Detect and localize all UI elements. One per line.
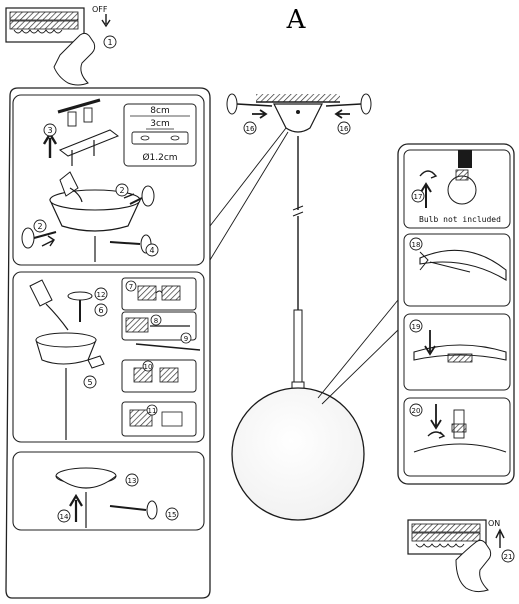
- canopy-wiring: [29, 279, 105, 440]
- rotate-icon: [419, 170, 438, 179]
- knob-left-2: [21, 227, 57, 249]
- terminal-block: [9, 11, 79, 34]
- step-badge-2a: 2: [33, 219, 47, 233]
- arrow-up-icon: [42, 131, 58, 158]
- svg-text:4: 4: [149, 246, 154, 255]
- svg-text:10: 10: [144, 363, 153, 371]
- svg-text:9: 9: [184, 335, 188, 343]
- on-label: ON: [488, 519, 500, 528]
- step-badge-5: 5: [83, 375, 97, 389]
- canopy-assembly: [49, 171, 141, 262]
- detail-wire-9: 9: [135, 332, 201, 351]
- arrow-down-icon: [424, 330, 436, 356]
- right-panel-frame: [397, 143, 515, 485]
- step-badge-21: 21: [501, 549, 515, 563]
- step-badge-12: 12: [94, 287, 108, 301]
- step-badge-2b: 2: [115, 183, 129, 197]
- subpanel-19: 19: [403, 313, 511, 391]
- power-off-illustration: OFF 1: [5, 5, 117, 86]
- svg-text:3: 3: [47, 126, 52, 135]
- callout-line-left-bottom: [209, 131, 289, 261]
- subpanel-wiring: [12, 271, 205, 443]
- knob-right-16: [325, 93, 372, 119]
- ceiling-bracket: [42, 98, 120, 166]
- arrow-up-icon: [420, 182, 432, 208]
- step-badge-19: 19: [412, 323, 421, 331]
- step-badge-16a: 16: [243, 121, 257, 135]
- svg-text:2: 2: [37, 222, 42, 231]
- svg-text:5: 5: [87, 378, 92, 387]
- page-letter: A: [286, 5, 307, 35]
- globe-shade: [231, 387, 365, 521]
- hand-outline: [455, 539, 492, 593]
- subpanel-bulb: 17 Bulb not included: [403, 149, 511, 229]
- svg-text:8: 8: [154, 317, 158, 325]
- svg-text:16: 16: [340, 125, 349, 133]
- callout-line-right-top: [317, 299, 399, 399]
- dimension-inner: 3cm: [150, 119, 169, 129]
- step-badge-20: 20: [412, 407, 421, 415]
- svg-text:21: 21: [504, 553, 513, 561]
- detail-box-11: 11: [121, 401, 197, 437]
- step-badge-6: 6: [94, 303, 108, 317]
- knob-bottom-4: [109, 234, 152, 254]
- rotate-icon: [427, 431, 446, 439]
- dimension-plate: 8cm 3cm Ø1.2cm: [123, 103, 197, 167]
- step-badge-4: 4: [145, 243, 159, 257]
- subpanel-20: 20: [403, 397, 511, 477]
- dimension-outer: 8cm: [150, 106, 169, 116]
- svg-text:16: 16: [246, 125, 255, 133]
- step-badge-18: 18: [412, 241, 421, 249]
- arrow-down-icon: [101, 14, 111, 28]
- svg-text:2: 2: [119, 186, 124, 195]
- step-badge-3: 3: [43, 123, 57, 137]
- subpanel-canopy-fix: [12, 451, 205, 531]
- hand-outline: [53, 32, 96, 86]
- step-badge-16b: 16: [337, 121, 351, 135]
- step-badge-14: 14: [57, 509, 71, 523]
- canopy-fix: [55, 467, 158, 528]
- step-badge-15: 15: [165, 507, 179, 521]
- power-on-illustration: ON 21: [407, 519, 515, 593]
- svg-text:6: 6: [98, 306, 103, 315]
- subpanel-18: 18: [403, 233, 511, 307]
- knob-right-2: [123, 185, 155, 207]
- arrow-up-icon: [495, 528, 505, 548]
- subpanel-mounting: [12, 94, 205, 266]
- ceiling-mount: [256, 94, 340, 133]
- svg-text:11: 11: [148, 407, 157, 415]
- knob-left-16: [226, 93, 273, 119]
- detail-box-10: 10: [121, 359, 197, 393]
- step-badge-13: 13: [125, 473, 139, 487]
- arrow-up-icon: [69, 493, 83, 522]
- bulb-note: Bulb not included: [419, 215, 501, 224]
- off-label: OFF: [92, 5, 108, 14]
- detail-box-8: 8: [121, 311, 197, 341]
- detail-box-7: 7: [121, 277, 197, 311]
- callout-line-left-top: [209, 127, 287, 227]
- svg-text:14: 14: [60, 513, 69, 521]
- svg-text:7: 7: [129, 283, 133, 291]
- knob-top-12: [67, 291, 93, 322]
- step-badge-1: 1: [103, 35, 117, 49]
- svg-text:15: 15: [168, 511, 177, 519]
- svg-text:13: 13: [128, 477, 137, 485]
- arrow-down-icon: [430, 404, 442, 430]
- svg-text:12: 12: [97, 291, 106, 299]
- svg-text:1: 1: [107, 38, 112, 47]
- dimension-hole: Ø1.2cm: [142, 152, 177, 163]
- step-badge-17: 17: [414, 193, 423, 201]
- left-panel-frame: [5, 87, 211, 599]
- pendant-rod: [291, 136, 305, 391]
- callout-line-right-bottom: [321, 329, 399, 405]
